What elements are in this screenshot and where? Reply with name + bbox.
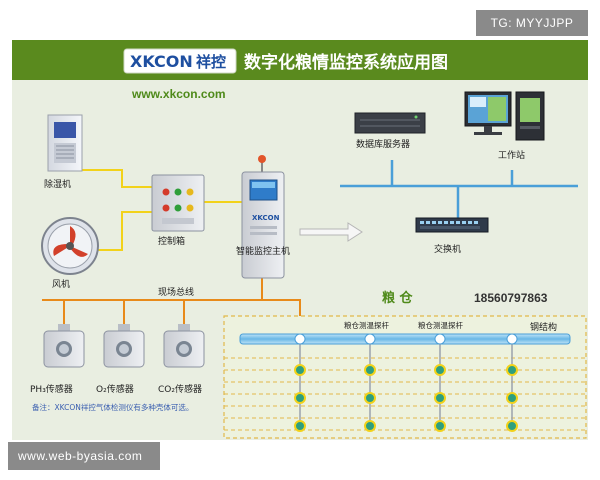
logo-text: XKCON [130,52,193,71]
o2-sensor-label: O₂传感器 [96,383,134,395]
db-server-label: 数据库服务器 [356,138,410,150]
temperature-probe-2 [364,333,376,432]
host-screen-brand: XKCON [252,214,280,222]
control-box-label: 控制箱 [158,235,185,247]
workstation-icon [464,91,545,141]
axial-fan-icon [41,217,99,275]
workstation-label: 工作站 [498,149,525,161]
monitor-host-icon: XKCON [241,155,285,279]
network-lines [340,160,578,218]
brand-logo: XKCON 祥控 [123,48,237,74]
dehumidifier-label: 除湿机 [44,178,71,190]
co2-sensor-label: CO₂传感器 [158,383,202,395]
ph3-sensor-gas-sensor-icon [43,324,85,368]
switch-label: 交换机 [434,243,461,255]
temperature-probe-4 [506,333,518,432]
field-bus-label: 现场总线 [158,286,194,298]
logo-cn: 祥控 [196,53,226,71]
yellow-wires [82,169,242,251]
system-diagram: XKCON 祥控 数字化粮情监控系统应用图 www.xkcon.com 除湿机 … [12,40,588,440]
phone-number: 18560797863 [474,291,548,305]
probe-label-1: 粮仓测温探杆 [344,320,389,330]
network-switch-icon [415,217,489,233]
watermark-top: TG: MYYJJPP [476,10,588,36]
host-to-switch-arrow [299,222,363,242]
control-box-icon [151,174,205,232]
steel-structure-label: 钢结构 [530,321,557,333]
note-text: 备注：XKCON祥控气体检测仪有多种壳体可选。 [32,402,193,412]
ph3-sensor-label: PH₃传感器 [30,383,73,395]
rack-server-icon [354,112,426,134]
co2-sensor-gas-sensor-icon [163,324,205,368]
header-bar [12,40,588,80]
granary-label: 粮 仓 [382,290,414,306]
website-text: www.xkcon.com [131,87,226,101]
o2-sensor-gas-sensor-icon [103,324,145,368]
steel-structure-beam [239,333,571,345]
temperature-probe-1 [294,333,306,432]
temperature-probe-3 [434,333,446,432]
main-host-label: 智能监控主机 [236,245,290,257]
dehumidifier-cabinet-icon [47,114,83,172]
probe-label-2: 粮仓测温探杆 [418,320,463,330]
fan-label: 风机 [52,278,70,290]
diagram-title: 数字化粮情监控系统应用图 [244,52,448,73]
watermark-bottom: www.web-byasia.com [8,442,160,470]
